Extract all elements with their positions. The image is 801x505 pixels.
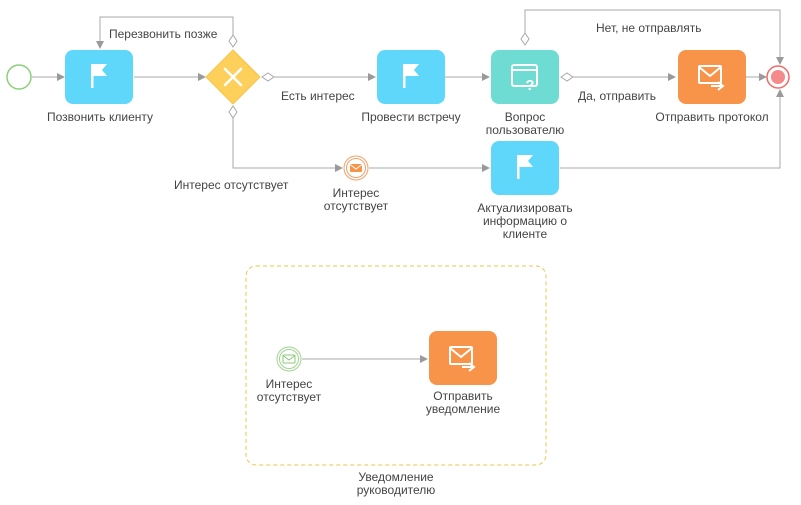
task-meeting-label: Провести встречу [361, 110, 461, 124]
end-event[interactable] [766, 65, 790, 89]
task-meeting[interactable] [377, 50, 445, 104]
flow-label-call-later: Перезвонить позже [109, 27, 218, 41]
condition-marker-no-interest [228, 105, 238, 119]
mail-send-icon [449, 346, 476, 372]
envelope-outline-icon [282, 354, 296, 364]
flow-no-interest[interactable] [232, 116, 343, 172]
mail-send-icon [698, 65, 725, 91]
condition-marker-call-later [228, 34, 238, 48]
flow-label-has-interest: Есть интерес [281, 89, 355, 103]
condition-marker-yes-send [560, 72, 574, 82]
message-throw-event[interactable] [343, 155, 369, 181]
task-user-question[interactable]: ? [491, 50, 559, 104]
flow-update-to-end[interactable] [560, 89, 784, 169]
condition-marker-no-send [520, 32, 530, 46]
flow-label-no-send: Нет, не отправлять [596, 21, 702, 35]
task-send-notification[interactable] [429, 331, 497, 385]
task-call-client[interactable] [65, 50, 133, 104]
task-send-protocol[interactable] [678, 50, 746, 104]
subprocess-label: Уведомление руководителю [356, 470, 436, 497]
condition-marker-has-interest [261, 72, 275, 82]
task-update-client[interactable] [491, 141, 559, 195]
start-event[interactable] [6, 64, 32, 90]
event-subprocess[interactable] [245, 265, 547, 466]
flag-icon [517, 155, 533, 179]
question-window-icon: ? [511, 64, 538, 94]
x-icon [223, 67, 243, 87]
flow-call-later[interactable] [96, 16, 234, 49]
catch-event-label: Интерес отсутствует [256, 377, 322, 404]
message-catch-event[interactable] [276, 346, 302, 372]
task-user-question-label: Вопрос пользователю [485, 110, 565, 137]
svg-text:?: ? [525, 77, 534, 94]
exclusive-gateway[interactable] [205, 49, 261, 105]
task-send-protocol-label: Отправить протокол [655, 110, 769, 124]
flow-label-no-interest: Интерес отсутствует [174, 178, 289, 192]
task-send-notification-label: Отправить уведомление [425, 389, 501, 416]
task-call-client-label: Позвонить клиенту [46, 110, 153, 124]
flow-no-send[interactable] [524, 9, 784, 65]
envelope-icon [349, 164, 363, 172]
task-update-client-label: Актуализировать информацию о клиенте [477, 201, 573, 241]
throw-event-label: Интерес отсутствует [323, 186, 389, 213]
flag-icon [91, 64, 107, 88]
flow-label-yes-send: Да, отправить [578, 89, 657, 103]
flag-icon [403, 64, 419, 88]
